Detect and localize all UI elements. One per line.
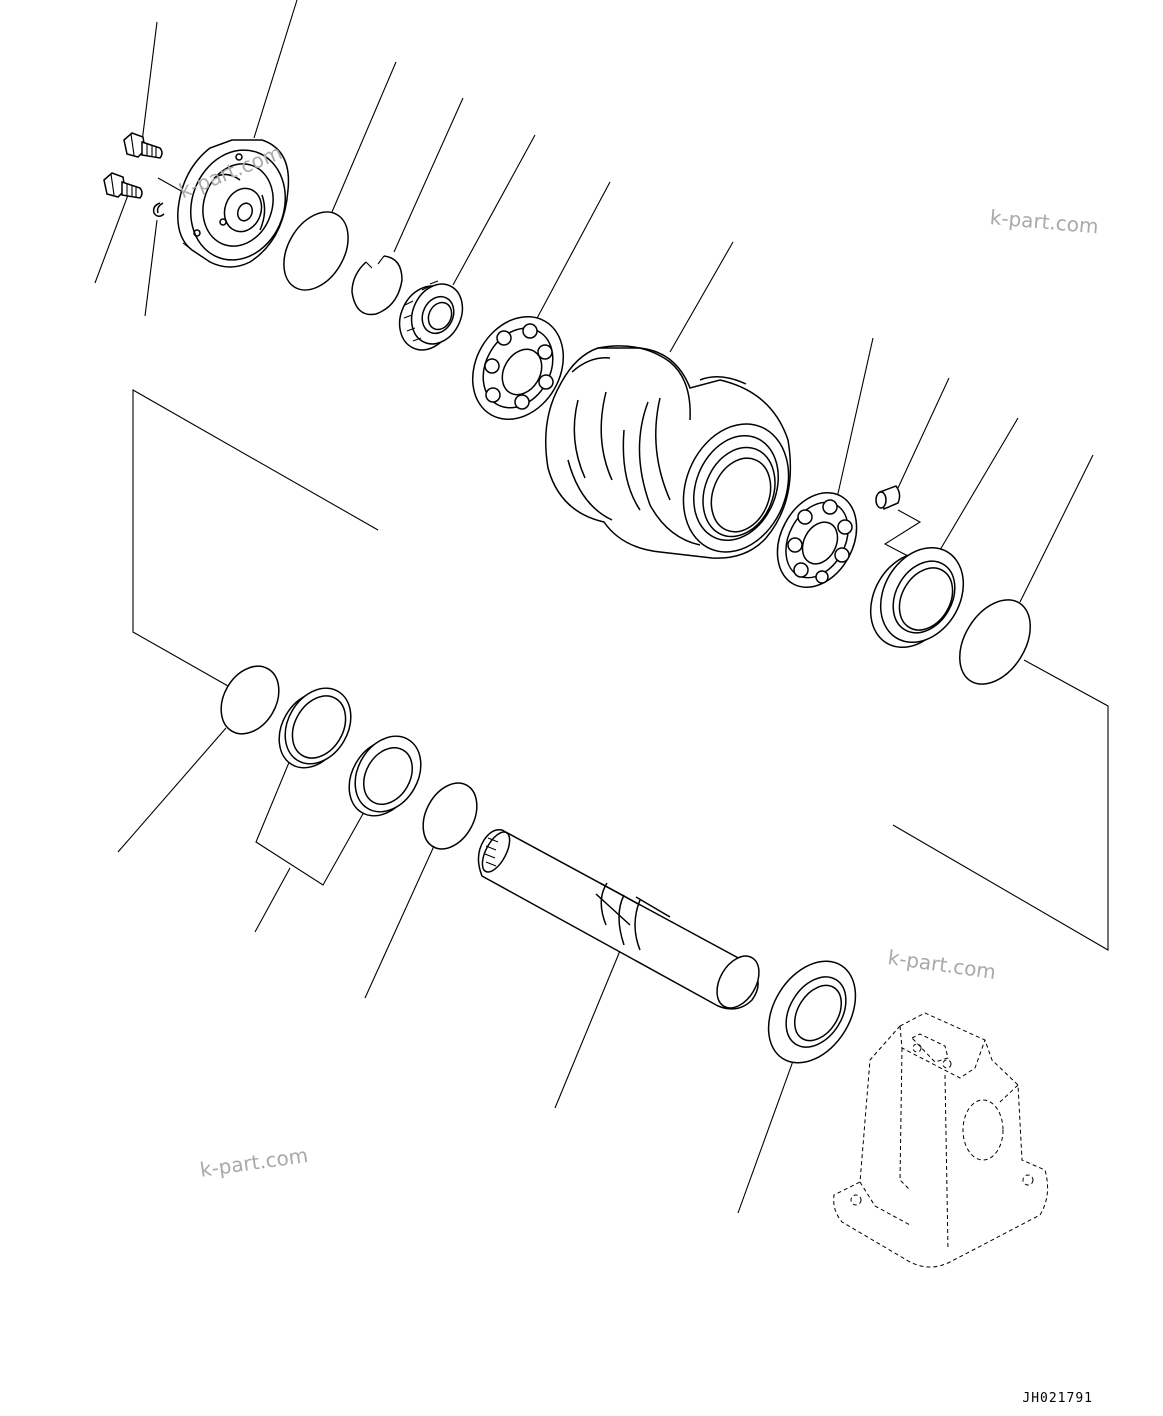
seal-collar xyxy=(869,546,965,649)
leader-floating-seal xyxy=(254,867,291,933)
leader-dowel-pin xyxy=(897,377,950,489)
o-ring-right xyxy=(959,599,1031,685)
mounting-bolt-upper xyxy=(123,132,163,159)
leader-bearing-inner xyxy=(836,337,874,499)
leader-bolt-joint xyxy=(157,177,184,193)
leader-o-ring-large xyxy=(331,61,397,213)
leader-shaft xyxy=(554,945,623,1109)
leader-lines xyxy=(94,0,1109,1214)
leader-o-ring-small xyxy=(364,845,435,999)
leader-bearing-outer xyxy=(534,181,611,323)
snap-ring xyxy=(351,255,403,316)
dowel-pin xyxy=(875,485,901,511)
lock-nut xyxy=(398,280,464,351)
leader-o-ring-right xyxy=(1019,454,1094,603)
leader-end-cover xyxy=(253,0,298,139)
leader-roller-body xyxy=(669,241,734,353)
bracket-line-right xyxy=(892,659,1109,951)
floating-seal-a xyxy=(278,687,352,769)
dust-seal xyxy=(767,960,857,1064)
leader-lock-washer xyxy=(144,219,158,317)
bearing-outer xyxy=(471,315,565,421)
o-ring-left xyxy=(220,665,280,735)
leader-seal-collar xyxy=(939,417,1019,551)
leader-lock-nut xyxy=(452,134,536,286)
roller-body xyxy=(544,345,792,559)
bracket xyxy=(833,1012,1049,1268)
bracket-line-left xyxy=(132,389,379,687)
drawing-code: JH021791 xyxy=(1022,1391,1093,1406)
o-ring-large xyxy=(283,211,349,291)
leader-bolt-upper xyxy=(141,21,158,143)
floating-seal-b xyxy=(348,735,422,817)
leader-o-ring-left xyxy=(117,727,227,853)
leader-dust-seal xyxy=(737,1049,798,1214)
lock-washer xyxy=(152,202,165,217)
leader-seal-bracket xyxy=(255,759,365,886)
o-ring-small xyxy=(422,782,478,850)
leader-snap-ring xyxy=(393,97,464,253)
shaft xyxy=(477,828,760,1010)
bearing-inner xyxy=(776,491,858,589)
mounting-bolt-lower xyxy=(103,172,143,199)
leader-pin-bracket xyxy=(883,509,922,557)
end-cover xyxy=(177,139,290,268)
leader-bolt-lower xyxy=(94,194,129,284)
